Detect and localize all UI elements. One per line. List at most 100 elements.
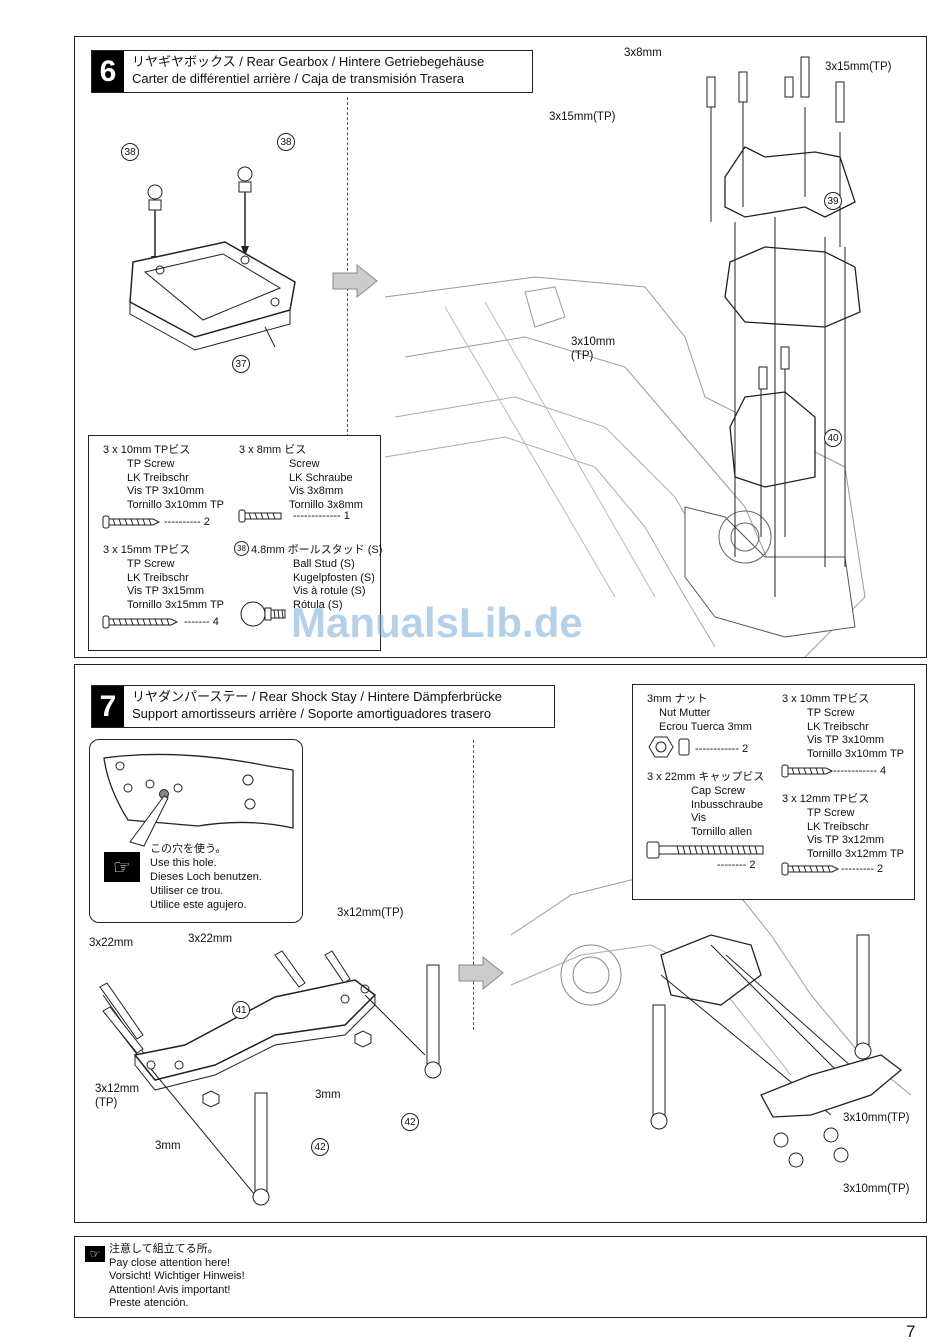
parts-stud-line: Kugelpfosten (S): [293, 571, 375, 584]
part-number-41: 41: [232, 1001, 250, 1019]
hole-note-box: ☞ この穴を使う。 Use this hole. Dieses Loch ben…: [89, 739, 303, 923]
part-number-37: 37: [232, 355, 250, 373]
callout-3mm-left: 3mm: [155, 1140, 181, 1152]
hole-note-text: この穴を使う。 Use this hole. Dieses Loch benut…: [150, 843, 262, 911]
parts-s8-line: Vis 3x8mm: [289, 485, 344, 497]
parts-s8-line: Tornillo 3x8mm: [289, 498, 363, 511]
page-number: 7: [906, 1322, 916, 1341]
chassis-shock-stay-assembly-drawing: [510, 874, 912, 1168]
parts-nut-line: Ecrou Tuerca 3mm: [659, 720, 752, 733]
parts-s8-line: Screw: [289, 458, 320, 470]
parts-stud-line: Rótula (S): [293, 598, 343, 611]
parts-tp12-line: LK Treibschr: [807, 820, 869, 833]
callout-3x8: 3x8mm: [624, 47, 662, 59]
parts-tp12-line: TP Screw: [807, 807, 855, 819]
step-number: 7: [92, 686, 124, 727]
callout-3x12-tp-left: 3x12mm (TP): [95, 1083, 140, 1109]
parts-tp15-title: 3 x 15mm TPビス: [103, 544, 191, 556]
parts-tp10-line: LK Treibschr: [807, 720, 869, 733]
parts-tp10-line: Tornillo 3x10mm TP: [127, 498, 224, 511]
callout-3x15-tp-right: 3x15mm(TP): [825, 61, 892, 73]
parts-tp10-line: LK Treibschr: [127, 471, 189, 484]
callout-3x12-tp-top: 3x12mm(TP): [337, 907, 404, 919]
attention-note-text: 注意して組立てる所。 Pay close attention here! Vor…: [109, 1243, 245, 1309]
parts-cap-title: 3 x 22mm キャップビス: [647, 771, 765, 783]
parts-stud-title: 4.8mm ボールスタッド (S): [251, 544, 383, 556]
parts-stud-line: Vis à rotule (S): [293, 585, 366, 597]
parts-tp15-qty: ------- 4: [184, 616, 219, 628]
callout-3x10-tp-upper: 3x10mm(TP): [843, 1112, 910, 1124]
shock-stay-exploded-drawing: [99, 950, 442, 1206]
parts-s8-qty: ------------- 1: [293, 510, 350, 522]
callout-3x10-tp: 3x10mm (TP): [571, 336, 616, 362]
flow-arrow: [458, 955, 504, 991]
parts-tp15-line: LK Treibschr: [127, 571, 189, 584]
parts-cap-line: Tornillo allen: [691, 825, 753, 838]
parts-cap-line: Vis: [691, 812, 707, 824]
pointing-hand-icon: ☞: [104, 852, 140, 882]
parts-tp12-line: Vis TP 3x12mm: [807, 834, 885, 846]
parts-tp10-qty: ---------- 2: [164, 516, 210, 528]
parts-tp10-line: TP Screw: [807, 707, 855, 719]
shock-stay-detail-drawing: [103, 753, 294, 829]
parts-nut-line: Nut Mutter: [659, 707, 711, 719]
parts-s8-line: LK Schraube: [289, 471, 353, 484]
step-6-panel: 6 リヤギヤボックス / Rear Gearbox / Hintere Getr…: [74, 36, 927, 658]
cap-screw-22mm-icon: [646, 841, 764, 859]
parts-tp10-line: Tornillo 3x10mm TP: [807, 747, 904, 760]
part-number-39: 39: [824, 192, 842, 210]
part-number-40: 40: [824, 429, 842, 447]
step-6-header: 6 リヤギヤボックス / Rear Gearbox / Hintere Getr…: [91, 50, 533, 93]
parts-tp15-line: TP Screw: [127, 558, 175, 570]
callout-3x22-left: 3x22mm: [89, 937, 134, 949]
gearbox-top-sub-assembly-drawing: [129, 166, 296, 351]
pointing-hand-icon: ☞: [85, 1246, 105, 1262]
parts-cap-line: Cap Screw: [691, 785, 745, 797]
callout-3x15-tp-left: 3x15mm(TP): [549, 111, 616, 123]
chassis-gearbox-assembly-drawing: [384, 56, 866, 658]
parts-tp10-line: Vis TP 3x10mm: [807, 734, 885, 746]
part-number-38-right: 38: [277, 133, 295, 151]
parts-nut-title: 3mm ナット: [647, 693, 708, 705]
callout-3x10-tp-lower: 3x10mm(TP): [843, 1183, 910, 1195]
tp-screw-15mm-icon: [102, 615, 179, 629]
part-number-42-bottom: 42: [311, 1138, 329, 1156]
parts-tp12-qty: --------- 2: [841, 863, 884, 875]
parts-tp15-line: Tornillo 3x15mm TP: [127, 598, 224, 611]
divider-line: [473, 740, 474, 1030]
tp-screw-10mm-icon: [102, 515, 161, 529]
parts-tp10-line: TP Screw: [127, 458, 175, 470]
parts-cap-line: Inbusschraube: [691, 798, 764, 811]
watermark: ManualsLib.de: [291, 599, 583, 646]
callout-3mm-right: 3mm: [315, 1089, 341, 1101]
parts-stud-number: 38: [234, 541, 249, 556]
parts-nut-qty: ------------ 2: [695, 743, 749, 755]
step-7-header: 7 リヤダンパーステー / Rear Shock Stay / Hintere …: [91, 685, 555, 728]
parts-tp12-line: Tornillo 3x12mm TP: [807, 847, 904, 860]
step-number: 6: [92, 51, 124, 92]
ball-stud-icon: [240, 601, 286, 627]
pointer-line: [129, 795, 169, 847]
parts-tp10-title: 3 x 10mm TPビス: [103, 444, 191, 456]
nut-icon: [648, 736, 690, 758]
parts-cap-qty: -------- 2: [717, 859, 756, 871]
parts-list-box: 3 x 10mm TPビス TP Screw LK Treibschr Vis …: [88, 435, 383, 651]
parts-tp10-qty: ------------ 4: [833, 765, 887, 777]
part-number-38-left: 38: [121, 143, 139, 161]
parts-tp15-line: Vis TP 3x15mm: [127, 585, 205, 597]
parts-tp12-title: 3 x 12mm TPビス: [782, 793, 870, 805]
flow-arrow: [332, 263, 378, 299]
parts-list-box: 3mm ナット Nut Mutter Ecrou Tuerca 3mm ----…: [632, 684, 915, 900]
parts-stud-line: Ball Stud (S): [293, 558, 355, 570]
part-number-42-right: 42: [401, 1113, 419, 1131]
step-title: リヤダンパーステー / Rear Shock Stay / Hintere Dä…: [132, 689, 502, 721]
callout-3x22-mid: 3x22mm: [188, 933, 233, 945]
parts-tp10-title: 3 x 10mm TPビス: [782, 693, 870, 705]
screw-8mm-icon: [238, 509, 282, 523]
step-7-panel: 7 リヤダンパーステー / Rear Shock Stay / Hintere …: [74, 664, 927, 1223]
divider-line: [347, 97, 348, 437]
tp-screw-10mm-icon: [781, 764, 834, 778]
attention-note-box: ☞ 注意して組立てる所。 Pay close attention here! V…: [74, 1236, 927, 1318]
parts-s8-title: 3 x 8mm ビス: [239, 444, 307, 456]
step-title: リヤギヤボックス / Rear Gearbox / Hintere Getrie…: [132, 54, 485, 86]
